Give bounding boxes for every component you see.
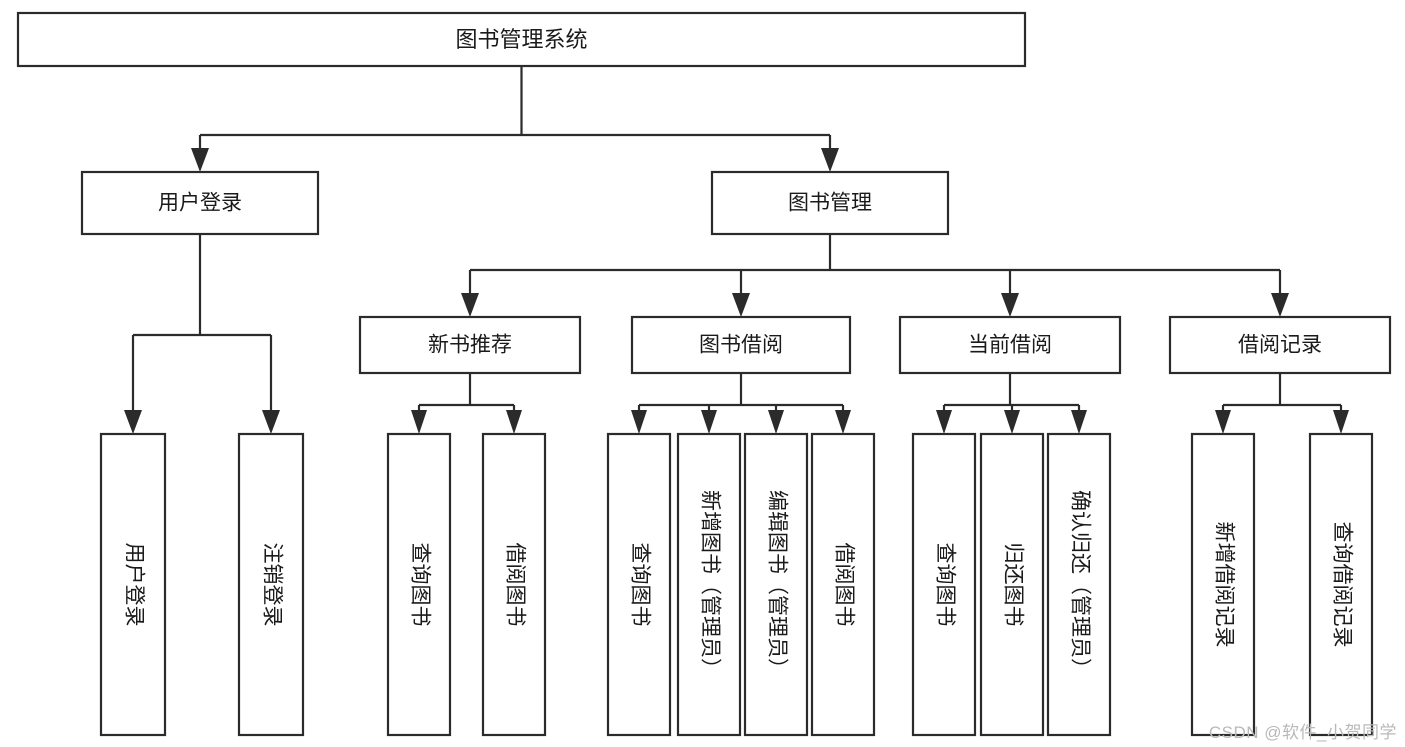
node-leaf-return-book[interactable]: 归还图书 xyxy=(979,432,1045,737)
node-leaf-add-record-label: 新增借阅记录 xyxy=(1212,522,1235,648)
arrow-head-icon xyxy=(835,410,851,434)
node-leaf-return-book-label: 归还图书 xyxy=(1001,543,1024,627)
node-leaf-borrow-book-1[interactable]: 借阅图书 xyxy=(481,432,547,737)
node-book-borrow[interactable]: 图书借阅 xyxy=(630,315,852,375)
connector-group-borrow-record xyxy=(1215,373,1349,434)
arrow-head-icon xyxy=(936,410,952,434)
connector-group-book-borrow xyxy=(631,373,851,434)
node-leaf-confirm-return[interactable]: 确认归还（管理员） xyxy=(1046,432,1112,737)
node-leaf-query-book-1-label: 查询图书 xyxy=(408,543,431,627)
node-leaf-add-record[interactable]: 新增借阅记录 xyxy=(1190,432,1256,737)
connector-group-user-login xyxy=(124,234,280,434)
node-borrow-record-label: 借阅记录 xyxy=(1238,334,1322,357)
node-leaf-user-login[interactable]: 用户登录 xyxy=(99,432,167,737)
arrow-head-icon xyxy=(1071,410,1087,434)
connector-group-root xyxy=(191,66,839,172)
arrow-head-icon xyxy=(506,410,522,434)
arrow-head-icon xyxy=(631,410,647,434)
node-book-manage-label: 图书管理 xyxy=(788,192,872,215)
node-leaf-query-book-2[interactable]: 查询图书 xyxy=(606,432,672,737)
node-current-borrow[interactable]: 当前借阅 xyxy=(898,315,1122,375)
arrow-head-icon xyxy=(124,410,142,434)
node-leaf-query-book-1[interactable]: 查询图书 xyxy=(386,432,452,737)
node-leaf-borrow-book-2[interactable]: 借阅图书 xyxy=(810,432,876,737)
arrow-head-icon xyxy=(1333,410,1349,434)
node-leaf-user-login-label: 用户登录 xyxy=(122,543,145,627)
arrow-head-icon xyxy=(701,410,717,434)
node-leaf-borrow-book-2-label: 借阅图书 xyxy=(832,543,855,627)
node-leaf-add-book-label: 新增图书（管理员） xyxy=(698,490,721,679)
node-leaf-edit-book-label: 编辑图书（管理员） xyxy=(765,490,788,679)
node-leaf-logout-label: 注销登录 xyxy=(260,543,283,627)
connector-group-current-borrow xyxy=(936,373,1087,434)
node-root-label: 图书管理系统 xyxy=(455,27,587,52)
node-leaf-query-book-3-label: 查询图书 xyxy=(933,543,956,627)
node-leaf-add-book[interactable]: 新增图书（管理员） xyxy=(676,432,742,737)
node-user-login-label: 用户登录 xyxy=(158,192,242,215)
arrow-head-icon xyxy=(1271,293,1289,317)
arrow-head-icon xyxy=(461,293,479,317)
node-user-login[interactable]: 用户登录 xyxy=(80,170,320,236)
node-root[interactable]: 图书管理系统 xyxy=(16,11,1027,68)
arrow-head-icon xyxy=(191,148,209,172)
node-leaf-query-book-2-label: 查询图书 xyxy=(628,543,651,627)
arrow-head-icon xyxy=(1004,410,1020,434)
node-leaf-confirm-return-label: 确认归还（管理员） xyxy=(1068,490,1091,679)
arrow-head-icon xyxy=(732,293,750,317)
arrow-head-icon xyxy=(262,410,280,434)
node-new-book-rec-label: 新书推荐 xyxy=(428,334,512,357)
node-leaf-query-record-label: 查询借阅记录 xyxy=(1330,522,1353,648)
connector-group-book-manage xyxy=(461,234,1289,317)
node-book-borrow-label: 图书借阅 xyxy=(699,334,783,357)
arrow-head-icon xyxy=(1001,293,1019,317)
arrow-head-icon xyxy=(1215,410,1231,434)
node-leaf-borrow-book-1-label: 借阅图书 xyxy=(503,543,526,627)
arrow-head-icon xyxy=(411,410,427,434)
arrow-head-icon xyxy=(768,410,784,434)
node-leaf-logout[interactable]: 注销登录 xyxy=(237,432,305,737)
arrow-head-icon xyxy=(821,148,839,172)
node-new-book-rec[interactable]: 新书推荐 xyxy=(358,315,582,375)
connector-group-new-book-rec xyxy=(411,373,522,434)
node-borrow-record[interactable]: 借阅记录 xyxy=(1168,315,1392,375)
node-leaf-edit-book[interactable]: 编辑图书（管理员） xyxy=(743,432,809,737)
node-current-borrow-label: 当前借阅 xyxy=(968,334,1052,357)
node-leaf-query-book-3[interactable]: 查询图书 xyxy=(911,432,977,737)
node-leaf-query-record[interactable]: 查询借阅记录 xyxy=(1308,432,1374,737)
node-book-manage[interactable]: 图书管理 xyxy=(710,170,950,236)
